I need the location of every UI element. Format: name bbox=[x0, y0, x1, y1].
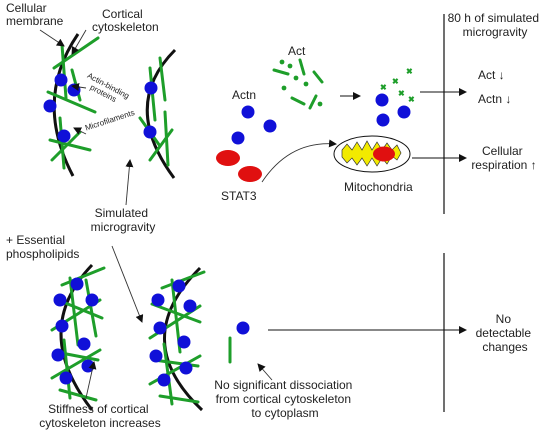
depleted-act: ✖ ✖ ✖ ✖ ✖ bbox=[380, 67, 415, 104]
free-actn-protein bbox=[236, 321, 250, 335]
cell-bottom-left bbox=[50, 263, 106, 411]
cell-top-left bbox=[43, 33, 100, 177]
cell-top-right bbox=[138, 48, 177, 179]
label-stat3: STAT3 bbox=[221, 189, 257, 203]
svg-text:✖: ✖ bbox=[406, 67, 413, 76]
actin-binding-proteins bbox=[143, 81, 158, 139]
svg-text:✖: ✖ bbox=[392, 77, 399, 86]
act-monomers bbox=[279, 59, 323, 107]
label-no-dissociation: No significant dissociation from cortica… bbox=[214, 378, 355, 420]
depleted-actn bbox=[375, 93, 411, 127]
label-stiffness: Stiffness of cortical cytoskeleton incre… bbox=[39, 402, 160, 430]
label-no-changes: No detectable changes bbox=[476, 312, 535, 354]
label-actin-binding-proteins: Actin-binding proteins bbox=[82, 71, 133, 110]
actn-proteins bbox=[231, 105, 277, 145]
microfilaments bbox=[46, 36, 100, 170]
label-cellular-membrane: Cellular membrane bbox=[6, 1, 64, 28]
pointer-lines bbox=[39, 29, 337, 399]
actin-binding-proteins bbox=[43, 73, 81, 143]
cell-bottom-right bbox=[148, 266, 206, 412]
stat3-proteins bbox=[216, 150, 262, 182]
label-simulated-microgravity: Simulated microgravity bbox=[91, 206, 156, 234]
label-result-act: Act ↓ bbox=[478, 68, 505, 82]
svg-text:✖: ✖ bbox=[408, 95, 415, 104]
mitochondrion bbox=[333, 135, 411, 173]
label-cortical-cytoskeleton: Cortical cytoskeleton bbox=[92, 7, 159, 34]
label-result-actn: Actn ↓ bbox=[478, 92, 511, 106]
label-essential-phospholipids: + Essential phospholipids bbox=[6, 233, 79, 261]
svg-text:✖: ✖ bbox=[398, 89, 405, 98]
label-actn: Actn bbox=[232, 88, 256, 102]
membrane-curve bbox=[145, 48, 177, 179]
label-result-respiration: Cellular respiration ↑ bbox=[471, 144, 536, 172]
svg-text:✖: ✖ bbox=[380, 83, 387, 92]
label-hours-header: 80 h of simulated microgravity bbox=[448, 11, 543, 39]
label-act: Act bbox=[288, 44, 306, 58]
labels: Cellular membrane Cortical cytoskeleton … bbox=[6, 1, 543, 430]
actin-binding-proteins bbox=[149, 279, 197, 387]
act-filaments bbox=[272, 58, 324, 110]
label-mitochondria: Mitochondria bbox=[344, 180, 413, 194]
